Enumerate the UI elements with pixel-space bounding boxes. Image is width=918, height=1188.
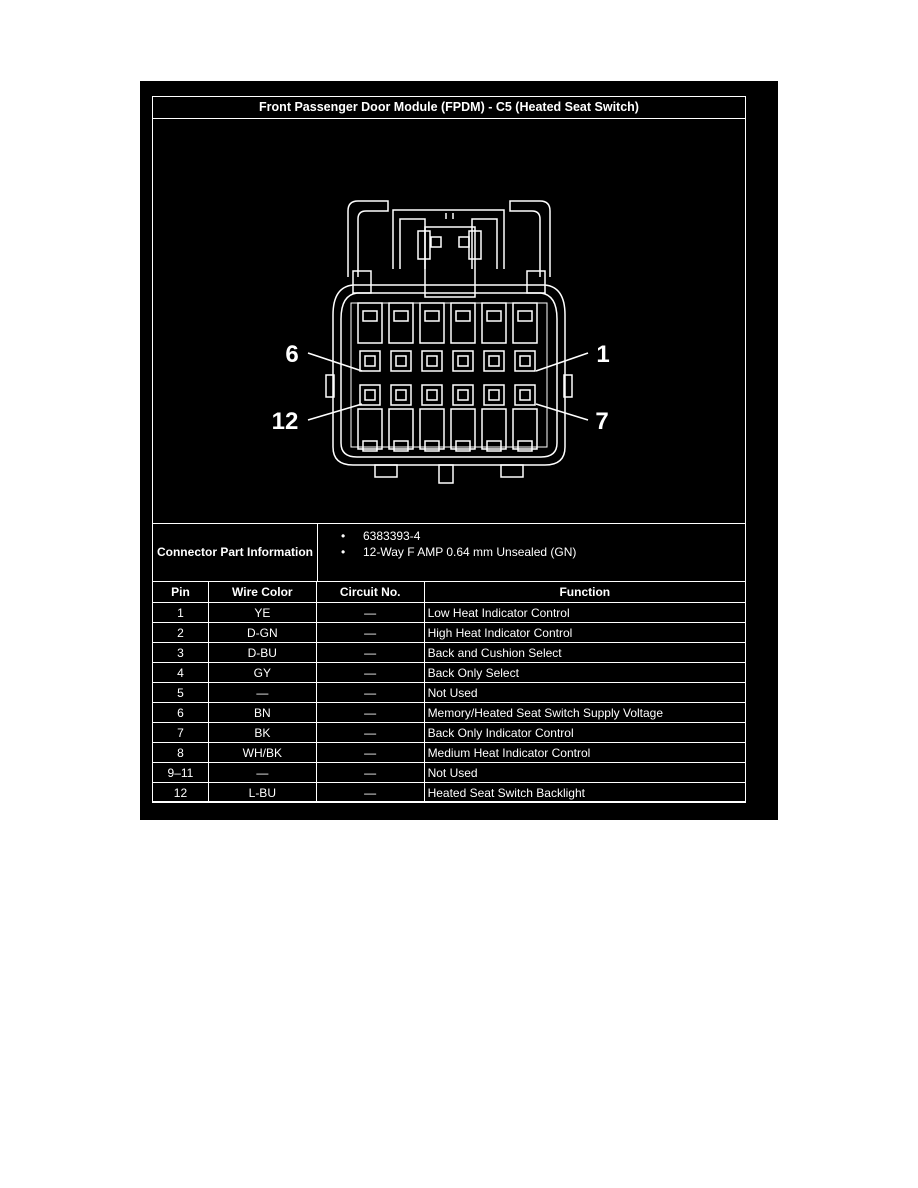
connector-diagram: 6 1 12 7 (153, 119, 745, 524)
header-circuit-no: Circuit No. (315, 581, 425, 603)
function-cell: Medium Heat Indicator Control (423, 742, 747, 763)
function-cell: Not Used (423, 762, 747, 783)
header-pin: Pin (152, 581, 209, 603)
callout-pin-1: 1 (596, 341, 609, 368)
circuit-cell: — (315, 742, 425, 763)
function-cell: Memory/Heated Seat Switch Supply Voltage (423, 702, 747, 723)
connector-cavity (388, 384, 414, 452)
circuit-cell: — (315, 782, 425, 803)
document-panel: Front Passenger Door Module (FPDM) - C5 … (140, 81, 778, 820)
table-row: 5 — — Not Used (152, 682, 747, 703)
connector-cavity (357, 384, 383, 452)
circuit-cell: — (315, 702, 425, 723)
table-header-row: Pin Wire Color Circuit No. Function (152, 581, 747, 603)
wire-color-cell: L-BU (207, 782, 317, 803)
circuit-cell: — (315, 622, 425, 643)
function-cell: Not Used (423, 682, 747, 703)
connector-cavity (357, 302, 383, 372)
connector-cavity (450, 384, 476, 452)
pin-cell: 6 (152, 702, 209, 723)
pin-cell: 4 (152, 662, 209, 683)
circuit-cell: — (315, 762, 425, 783)
function-cell: Back Only Indicator Control (423, 722, 747, 743)
connector-sheet: Front Passenger Door Module (FPDM) - C5 … (152, 96, 747, 803)
table-row: 7 BK — Back Only Indicator Control (152, 722, 747, 743)
function-cell: Back Only Select (423, 662, 747, 683)
table-row: 4 GY — Back Only Select (152, 662, 747, 683)
wire-color-cell: D-BU (207, 642, 317, 663)
header-wire-color: Wire Color (207, 581, 317, 603)
callout-pin-7: 7 (595, 408, 608, 435)
table-row: 6 BN — Memory/Heated Seat Switch Supply … (152, 702, 747, 723)
connector-cavity (512, 384, 538, 452)
function-cell: Heated Seat Switch Backlight (423, 782, 747, 803)
circuit-cell: — (315, 682, 425, 703)
sheet-title: Front Passenger Door Module (FPDM) - C5 … (153, 97, 745, 119)
wire-color-cell: — (207, 682, 317, 703)
wire-color-cell: BN (207, 702, 317, 723)
pin-cell: 9–11 (152, 762, 209, 783)
table-row: 2 D-GN — High Heat Indicator Control (152, 622, 747, 643)
connector-info-label: Connector Part Information (153, 524, 318, 581)
connector-part-information: Connector Part Information 6383393-4 12-… (153, 524, 745, 582)
connector-info-list: 6383393-4 12-Way F AMP 0.64 mm Unsealed … (321, 528, 576, 560)
connector-drawing: 6 1 12 7 (272, 200, 610, 484)
connector-cavity (419, 302, 445, 372)
circuit-cell: — (315, 642, 425, 663)
pin-cell: 12 (152, 782, 209, 803)
circuit-cell: — (315, 662, 425, 683)
function-cell: Low Heat Indicator Control (423, 602, 747, 623)
circuit-cell: — (315, 602, 425, 623)
table-row: 9–11 — — Not Used (152, 762, 747, 783)
wire-color-cell: GY (207, 662, 317, 683)
pin-cell: 2 (152, 622, 209, 643)
circuit-cell: — (315, 722, 425, 743)
pin-cell: 8 (152, 742, 209, 763)
connector-cavity (481, 384, 507, 452)
part-number: 6383393-4 (341, 528, 576, 544)
table-row: 3 D-BU — Back and Cushion Select (152, 642, 747, 663)
connector-cavity (512, 302, 538, 372)
connector-cavity (450, 302, 476, 372)
header-function: Function (423, 581, 747, 603)
wire-color-cell: BK (207, 722, 317, 743)
wire-color-cell: D-GN (207, 622, 317, 643)
callout-pin-12: 12 (272, 408, 299, 435)
function-cell: High Heat Indicator Control (423, 622, 747, 643)
wire-color-cell: WH/BK (207, 742, 317, 763)
function-cell: Back and Cushion Select (423, 642, 747, 663)
connector-cavity (481, 302, 507, 372)
connector-cavity (388, 302, 414, 372)
connector-description: 12-Way F AMP 0.64 mm Unsealed (GN) (341, 544, 576, 560)
pin-cell: 1 (152, 602, 209, 623)
table-row: 12 L-BU — Heated Seat Switch Backlight (152, 782, 747, 803)
callout-pin-6: 6 (285, 341, 298, 368)
pin-cell: 5 (152, 682, 209, 703)
wire-color-cell: — (207, 762, 317, 783)
table-row: 8 WH/BK — Medium Heat Indicator Control (152, 742, 747, 763)
pin-cell: 7 (152, 722, 209, 743)
table-row: 1 YE — Low Heat Indicator Control (152, 602, 747, 623)
connector-cavity (419, 384, 445, 452)
pin-table: Pin Wire Color Circuit No. Function 1 YE… (152, 581, 747, 803)
pin-cell: 3 (152, 642, 209, 663)
wire-color-cell: YE (207, 602, 317, 623)
